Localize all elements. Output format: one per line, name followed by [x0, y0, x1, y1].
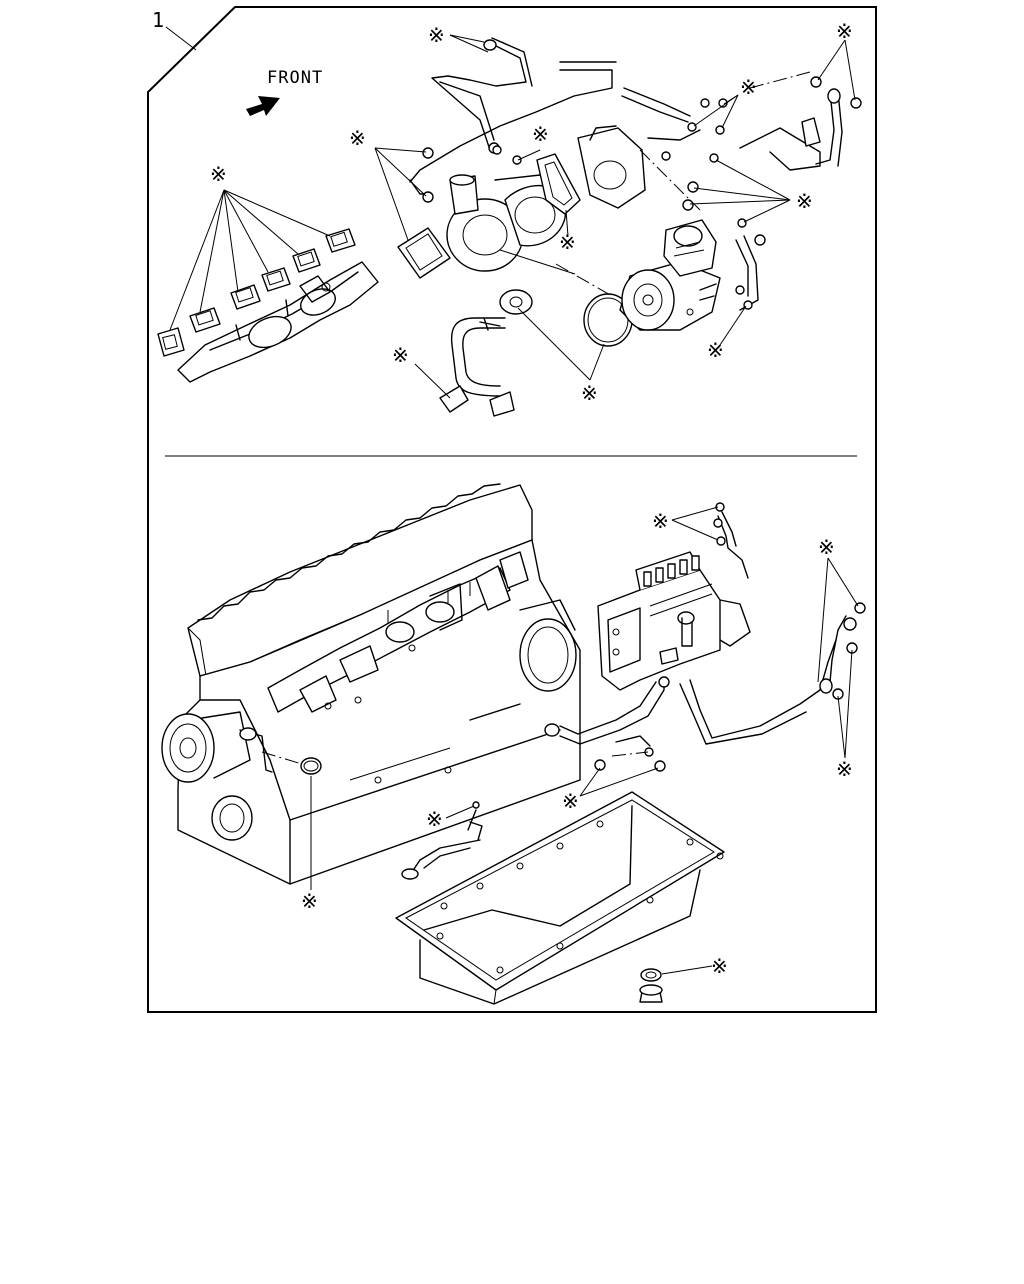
- kit-marker: ※: [836, 19, 853, 43]
- intake-manifold: [267, 551, 529, 713]
- item-callout: 1: [152, 8, 197, 51]
- exhaust-gaskets: [157, 228, 356, 357]
- dipstick-tube: [401, 809, 483, 880]
- diagram-frame: [147, 6, 877, 1013]
- exhaust-manifold: [177, 261, 379, 383]
- engine-block: [177, 539, 581, 885]
- kit-marker: ※: [559, 230, 576, 254]
- kit-marker: ※: [652, 509, 669, 533]
- dash-lines-bottom: [261, 751, 649, 765]
- kit-marker: ※: [532, 122, 549, 146]
- small-washers-bottom: [472, 502, 866, 809]
- injection-pump: [597, 551, 751, 691]
- front-indicator: FRONT: [246, 68, 323, 116]
- kit-marker: ※: [349, 126, 366, 150]
- kit-marker: ※: [836, 757, 853, 781]
- kit-marker: ※: [818, 535, 835, 559]
- kit-marker: ※: [426, 807, 443, 831]
- item-number: 1: [152, 8, 164, 32]
- kit-marker: ※: [581, 381, 598, 405]
- front-label: FRONT: [267, 68, 323, 88]
- front-arrow-icon: [246, 96, 280, 116]
- kit-markers-top: ※ ※ ※ ※ ※ ※ ※ ※ ※ ※ ※: [210, 19, 853, 405]
- leader-lines-top: [169, 34, 856, 399]
- turbo-outlet-gasket: [536, 153, 581, 215]
- leader-lines-bottom: [310, 506, 859, 975]
- kit-markers-bottom: ※ ※ ※ ※ ※ ※ ※: [301, 509, 853, 978]
- kit-marker: ※: [392, 343, 409, 367]
- kit-marker: ※: [428, 23, 445, 47]
- pump-oil-pipes: [544, 511, 857, 747]
- block-o-ring: [300, 757, 322, 775]
- oil-drain-pipe: [439, 317, 515, 417]
- air-compressor: [619, 219, 721, 331]
- oil-pan: [395, 791, 725, 1005]
- oil-drain-gasket: [499, 289, 533, 315]
- kit-marker: ※: [707, 338, 724, 362]
- kit-marker: ※: [301, 889, 318, 913]
- kit-marker: ※: [796, 189, 813, 213]
- small-washers-top: [422, 76, 862, 310]
- exhaust-elbow: [577, 125, 646, 209]
- turbocharger: [446, 174, 576, 275]
- kit-marker: ※: [210, 162, 227, 186]
- turbo-gasket: [397, 227, 451, 279]
- kit-marker: ※: [711, 954, 728, 978]
- drain-plug: [639, 968, 663, 1003]
- kit-marker: ※: [740, 75, 757, 99]
- compressor-feed-pipe: [621, 87, 843, 311]
- kit-marker: ※: [562, 789, 579, 813]
- dash-lines-top: [555, 71, 811, 297]
